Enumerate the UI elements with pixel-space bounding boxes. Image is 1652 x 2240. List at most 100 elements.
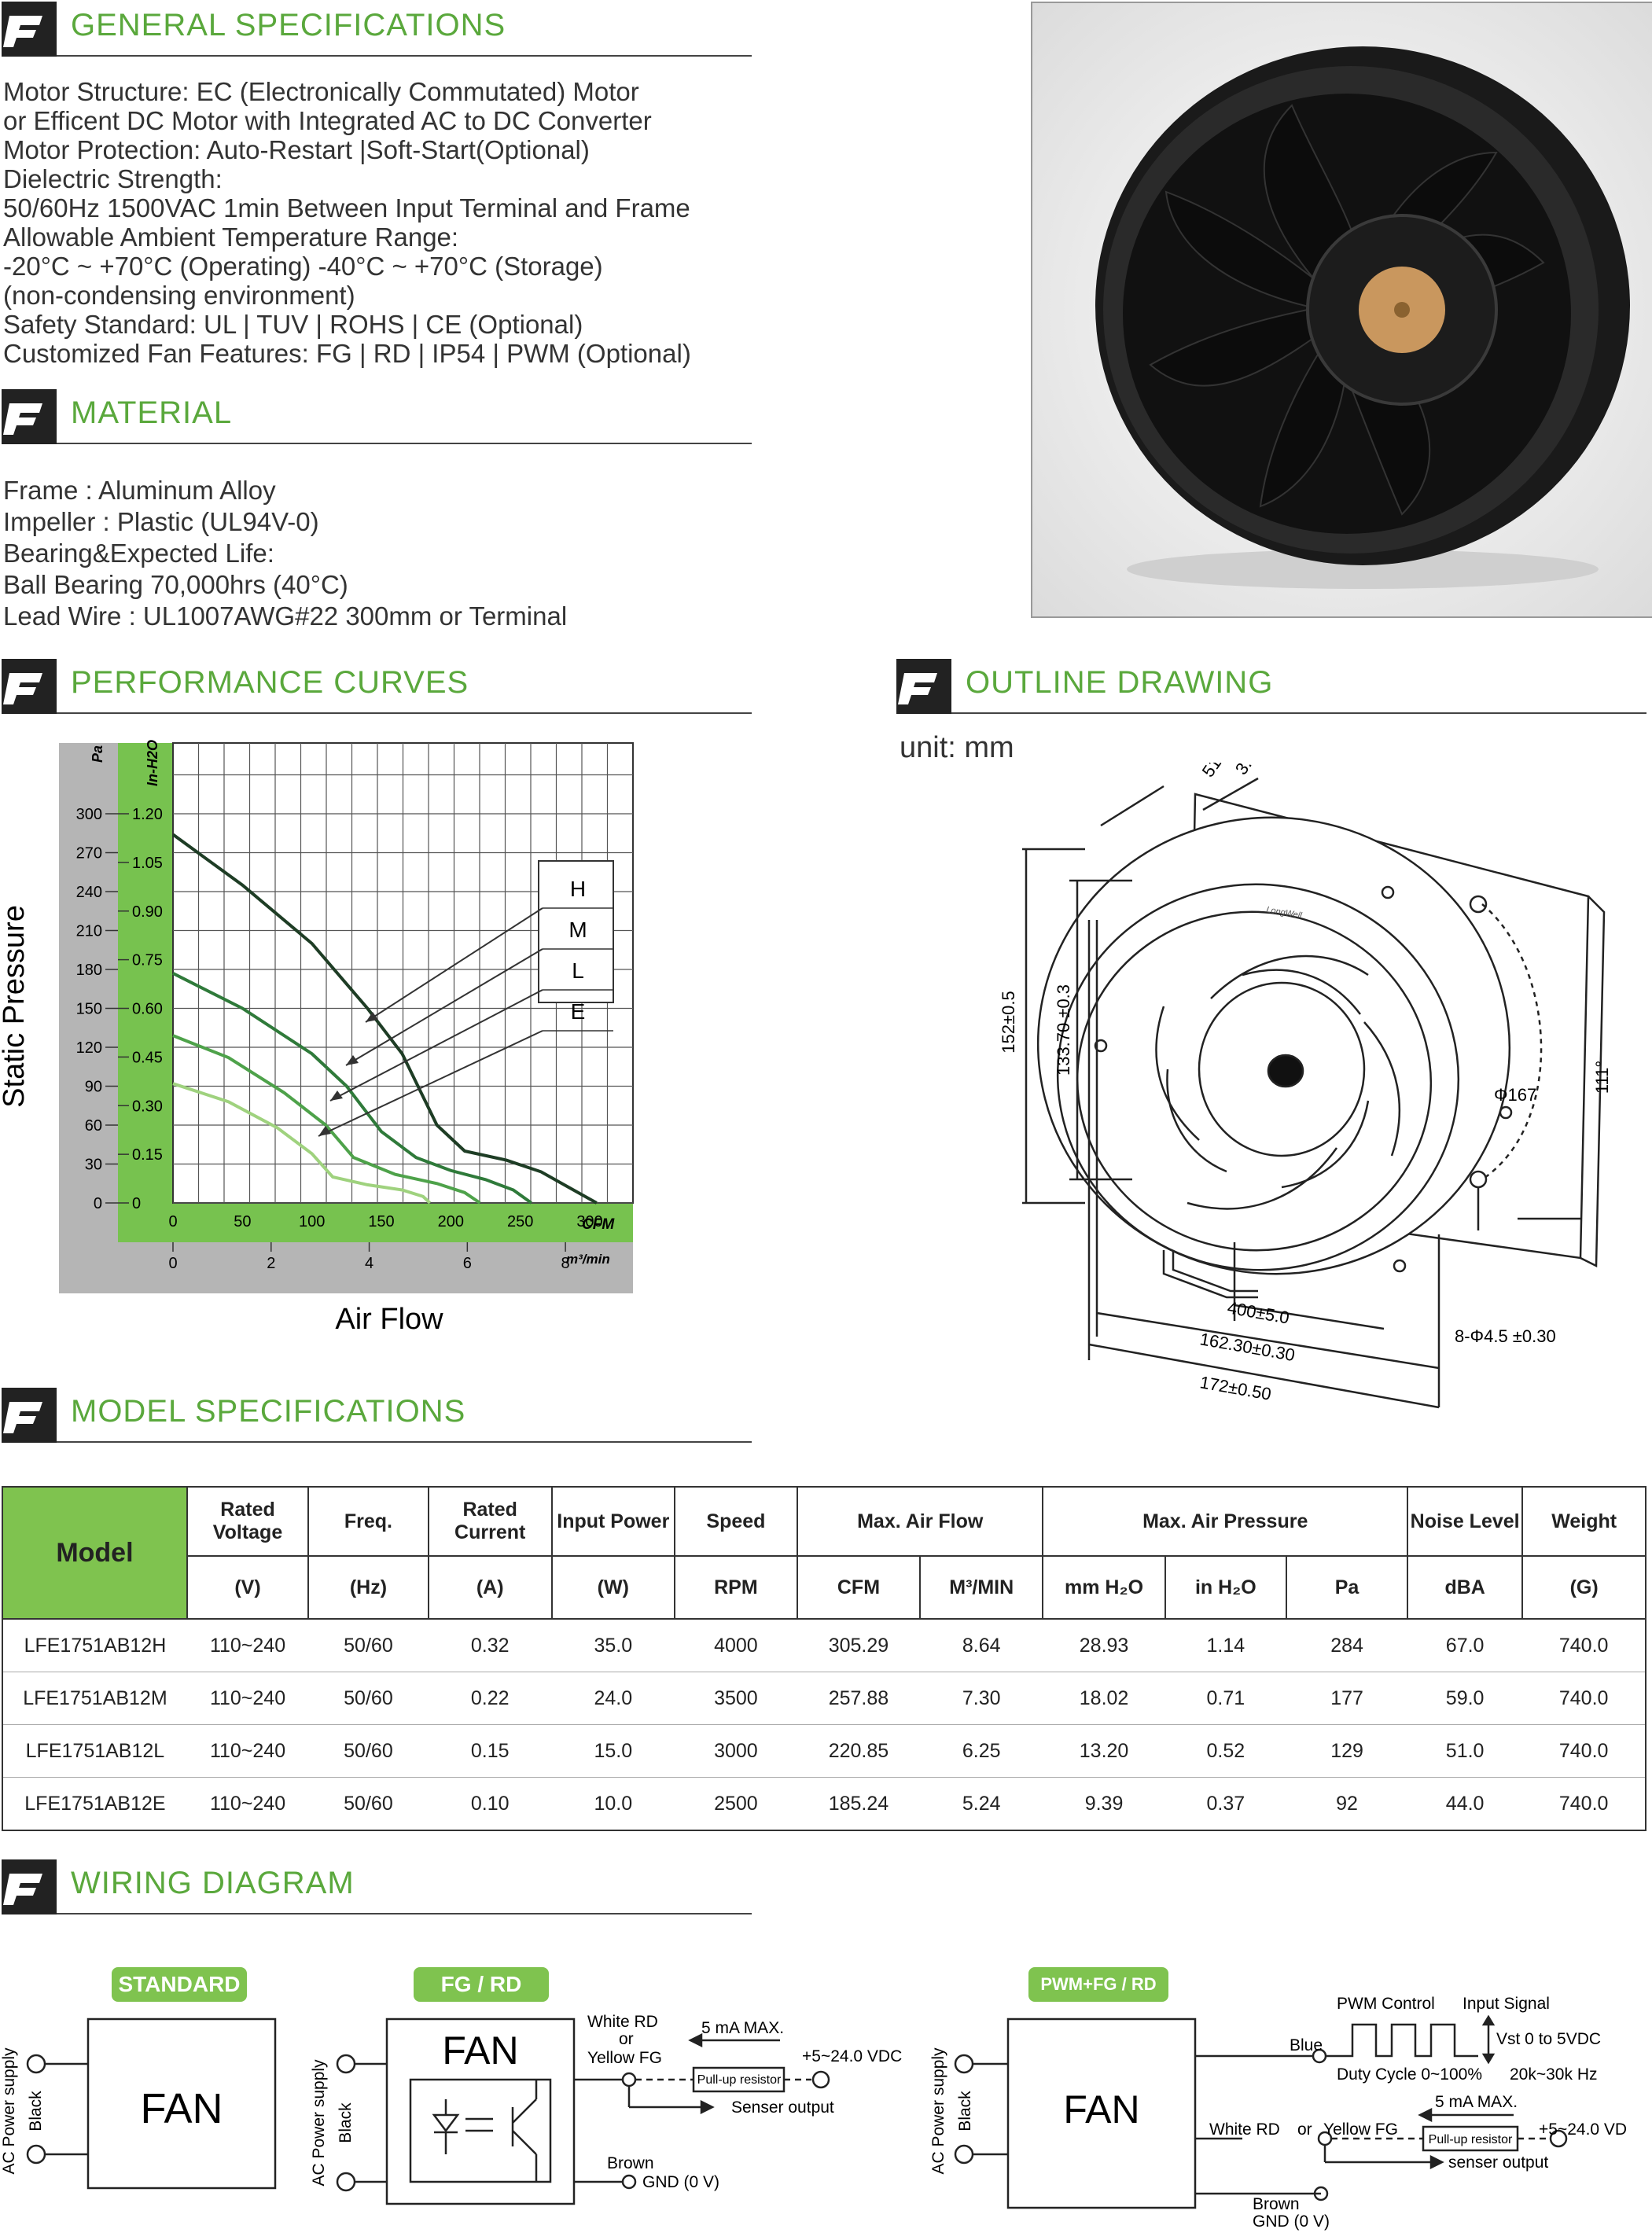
x-tick-m3min-label: 0 [168,1255,177,1272]
dim-400: 400±5.0 [1226,1297,1291,1327]
m3min-unit-label: m³/min [566,1252,610,1267]
table-cell: 3500 [674,1672,797,1725]
section-title: MODEL SPECIFICATIONS [71,1394,466,1429]
unit-cell: mm H₂O [1042,1555,1166,1620]
legend-arrowhead [318,1126,331,1136]
table-cell: 0.22 [428,1672,552,1725]
table-cell: 0.71 [1164,1672,1287,1725]
table-cell: 740.0 [1522,1672,1646,1725]
legend-arrowhead [330,1091,343,1101]
model-spec-table: Model Rated Voltage Freq. Rated Current … [2,1486,1646,1831]
section-divider [57,1441,752,1443]
table-cell: 50/60 [308,1618,429,1672]
x-tick-m3min-label: 2 [267,1255,275,1272]
table-cell: 50/60 [308,1672,429,1725]
material-line: Impeller : Plastic (UL94V-0) [3,507,319,536]
max-current-label: 5 mA MAX. [1435,2093,1518,2111]
m3min-axis-band [59,1242,633,1293]
table-cell: 740.0 [1522,1724,1646,1778]
table-cell: 44.0 [1407,1777,1523,1831]
pwm-freq-label: 20k~30k Hz [1510,2065,1597,2084]
table-cell: 5.24 [919,1777,1043,1831]
table-cell: 24.0 [551,1672,675,1725]
fan-label: FAN [442,2029,518,2073]
general-spec-header: GENERAL SPECIFICATIONS [2,2,752,57]
y-tick-pa-label: 0 [94,1195,102,1212]
brown-wire-label: Brown [607,2154,654,2172]
y-tick-pa-label: 300 [76,806,102,823]
pullup-resistor-label: Pull-up resistor [1429,2133,1513,2146]
x-tick-cfm-label: 300 [576,1213,602,1230]
unit-cell: (A) [427,1555,553,1620]
x-tick-cfm-label: 50 [234,1213,251,1230]
x-tick-cfm-label: 250 [507,1213,533,1230]
table-cell: 0.10 [428,1777,552,1831]
table-cell: 59.0 [1407,1672,1523,1725]
sensor-output-label: senser output [1448,2154,1548,2172]
col-freq: Freq. [307,1486,429,1557]
dim-133-70: 133.70 ±0.3 [1054,984,1073,1076]
brand-logo-icon [2,2,57,57]
table-cell: 92 [1286,1777,1407,1831]
input-signal-label: Input Signal [1463,1995,1550,2013]
y-tick-inh2o-label: 1.05 [132,855,163,872]
table-cell: LFE1751AB12E [2,1777,187,1831]
section-divider [57,712,752,714]
table-cell: 50/60 [308,1777,429,1831]
table-cell: 284 [1286,1618,1407,1672]
table-cell: 0.52 [1164,1724,1287,1778]
unit-cell: M³/MIN [918,1555,1044,1620]
pwm-control-label: PWM Control [1337,1995,1435,2013]
yellow-fg-label: Yellow FG [1323,2120,1398,2139]
table-cell: 740.0 [1522,1618,1646,1672]
section-title: GENERAL SPECIFICATIONS [71,8,506,42]
wiring-fgrd: FAN AC Power supply Black White RD or Ye… [308,2005,922,2236]
spec-line: or Efficent DC Motor with Integrated AC … [3,106,652,135]
badge-standard: STANDARD [112,1967,247,2002]
table-cell: 185.24 [797,1777,920,1831]
dim-phi167: Φ167 [1494,1085,1536,1105]
unit-cell: (W) [550,1555,675,1620]
y-tick-pa-label: 60 [85,1117,102,1135]
brown-wire-label: Brown [1253,2195,1300,2213]
dim-3-3: 3.3±0.50 [1231,763,1286,778]
performance-chart-svg: 030609012015018021024027030000.150.300.4… [0,740,634,1336]
pullup-resistor-label: Pull-up resistor [697,2073,782,2087]
duty-cycle-label: Duty Cycle 0~100% [1337,2065,1482,2084]
y-tick-inh2o-label: 0 [132,1195,141,1212]
cfm-axis-band [118,1203,633,1242]
legend-label-e: E [571,999,586,1024]
badge-pwm: PWM+FG / RD [1028,1967,1168,2002]
material-header: MATERIAL [2,389,752,444]
series-line-h [171,833,598,1205]
brand-logo-icon [2,389,57,444]
brand-logo-icon [2,1859,57,1914]
table-cell: LFE1751AB12M [2,1672,187,1725]
x-axis-label: Air Flow [335,1303,443,1336]
table-cell: 129 [1286,1724,1407,1778]
pa-unit-label: Pa [90,745,105,763]
x-tick-cfm-label: 100 [299,1213,325,1230]
table-cell: 7.30 [919,1672,1043,1725]
legend-box [538,860,614,1003]
vdc-label: +5~24.0 VD [1539,2120,1627,2139]
y-tick-pa-label: 180 [76,962,102,979]
col-rated-current: Rated Current [427,1486,553,1557]
spec-line: Allowable Ambient Temperature Range: [3,223,459,252]
chart-ticks: 030609012015018021024027030000.150.300.4… [76,806,603,1272]
col-noise-level: Noise Level [1406,1486,1524,1557]
y-tick-pa-label: 210 [76,923,102,940]
table-cell: 3000 [674,1724,797,1778]
black-wire-label: Black [27,2091,45,2131]
table-cell: 67.0 [1407,1618,1523,1672]
legend-arrow [329,989,543,1102]
table-cell: 4000 [674,1618,797,1672]
material-line: Bearing&Expected Life: [3,539,274,568]
table-cell: 110~240 [186,1618,309,1672]
wiring-header: WIRING DIAGRAM [2,1859,752,1914]
series-line-e [172,1082,432,1205]
